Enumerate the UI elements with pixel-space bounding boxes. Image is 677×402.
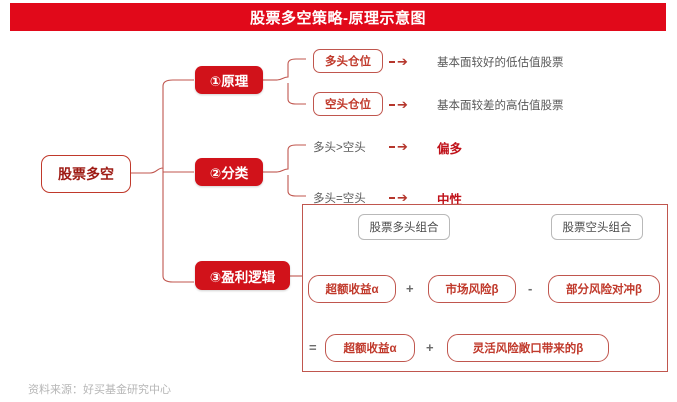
condition-long-eq-short: 多头=空头 [313,193,366,205]
branch-box-profit-logic[interactable]: ③盈利逻辑 [195,261,290,290]
term-box-alpha-label: 超额收益α [325,284,379,296]
tag-box-short-position[interactable]: 空头仓位 [313,92,383,116]
operator-minus-row1: - [528,281,533,296]
condition-long-gt-short: 多头>空头 [313,142,366,154]
arrow-icon-short-position: ➔ [389,98,408,111]
operator-plus-row1: + [406,281,414,296]
root-node-label: 股票多空 [58,166,114,182]
term-box-hedge-beta-label: 部分风险对冲β [565,284,643,296]
portfolio-box-long-label: 股票多头组合 [369,222,439,234]
result-box-flexible-beta-label: 灵活风险敞口带来的β [472,343,584,355]
branch-box-classification-label: ②分类 [209,166,249,181]
operator-equals-row2: = [309,340,317,355]
header-bar: 股票多空策略-原理示意图 [10,3,666,31]
tag-box-long-position[interactable]: 多头仓位 [313,49,383,73]
tag-box-short-position-label: 空头仓位 [325,99,371,111]
result-box-flexible-beta[interactable]: 灵活风险敞口带来的β [447,334,609,362]
result-box-alpha[interactable]: 超额收益α [325,334,415,362]
source-note: 资料来源：好买基金研究中心 [28,384,171,396]
branch-box-profit-logic-label: ③盈利逻辑 [209,269,276,285]
branch-box-principle[interactable]: ①原理 [195,66,263,94]
tag-box-long-position-label: 多头仓位 [325,56,371,68]
arrow-icon-long-position: ➔ [389,55,408,68]
root-node-stock-long-short[interactable]: 股票多空 [41,155,131,193]
page-title: 股票多空策略-原理示意图 [250,9,426,27]
operator-plus-row2: + [426,340,434,355]
portfolio-box-short[interactable]: 股票空头组合 [551,214,643,240]
term-box-hedge-beta[interactable]: 部分风险对冲β [548,275,660,303]
arrow-icon-classification-2: ➔ [389,191,408,204]
result-neutral: 中性 [437,193,463,207]
branch-box-principle-label: ①原理 [209,74,249,89]
arrow-icon-classification-1: ➔ [389,140,408,153]
result-box-alpha-label: 超额收益α [343,343,397,355]
term-box-market-beta-label: 市场风险β [445,284,499,296]
term-box-market-beta[interactable]: 市场风险β [428,275,516,303]
branch-box-classification[interactable]: ②分类 [195,158,263,186]
desc-long-position: 基本面较好的低估值股票 [437,57,564,69]
term-box-alpha[interactable]: 超额收益α [308,275,396,303]
result-net-long: 偏多 [437,142,463,156]
portfolio-box-short-label: 股票空头组合 [562,222,632,234]
portfolio-box-long[interactable]: 股票多头组合 [358,214,450,240]
desc-short-position: 基本面较差的高估值股票 [437,100,564,112]
